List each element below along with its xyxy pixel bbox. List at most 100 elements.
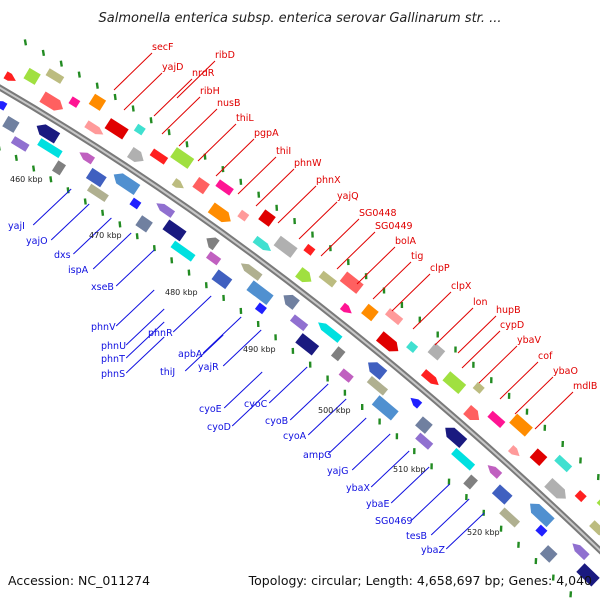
forward-gene-block [149,148,169,165]
gene-label: phnX [316,175,341,186]
forward-gene-block [295,267,312,283]
reverse-gene-block [240,263,263,281]
reverse-gene-block [113,173,141,196]
skew-mark [311,231,314,238]
gene-label: ybaE [366,499,389,510]
skew-mark [454,346,457,353]
skew-mark [534,558,538,565]
reverse-gene-block [366,376,389,396]
reverse-gene-block [572,543,590,561]
skew-mark [291,347,295,354]
reverse-gene-block [535,524,548,537]
leader-line [153,78,193,117]
gene-label: hupB [496,305,521,316]
skew-mark [413,448,416,455]
gene-label: phnU [101,341,126,352]
reverse-gene-block [318,322,343,343]
reverse-gene-block [295,333,320,356]
reverse-gene-block [36,124,61,144]
gene-label: ybaX [346,483,370,494]
reverse-gene-block [539,545,558,563]
reverse-gene-block [463,474,478,490]
gene-label: SG0448 [359,208,397,219]
gene-label: ribD [215,50,235,61]
reverse-gene-block [211,269,233,290]
gene-label: bolA [395,236,416,247]
leader-line [255,168,295,207]
leader-line [172,295,212,333]
forward-gene-block [133,123,146,136]
gene-label: thiJ [160,367,175,378]
forward-gene-block [406,341,419,353]
forward-gene-block [472,381,485,394]
skew-mark [490,377,493,384]
skew-mark [517,541,520,548]
scale-marker: 500 kbp [318,406,351,415]
reverse-gene-block [135,215,153,233]
forward-gene-block [318,270,337,288]
leader-line [434,307,474,346]
forward-gene-block [45,68,65,84]
reverse-gene-block [10,136,30,152]
leader-line [123,72,163,111]
feature-track [0,67,600,587]
skew-mark [499,525,503,532]
skew-mark [170,257,174,264]
forward-gene-block [507,445,520,457]
skew-mark [204,282,208,289]
leader-line [231,389,271,427]
reverse-gene-block [283,294,300,310]
forward-gene-block [170,147,195,169]
reverse-gene-block [410,397,423,409]
leader-line [320,218,360,257]
forward-gene-block [574,490,587,503]
skew-mark [167,129,171,136]
leader-line [514,376,554,415]
leader-line [499,361,539,400]
gene-label: thiI [276,146,291,157]
gene-label: tig [411,251,423,262]
forward-gene-block [215,179,234,196]
skew-mark [118,221,122,228]
leader-line [412,291,452,330]
gene-label: phnT [101,354,125,365]
reverse-gene-block [170,240,196,262]
leader-line [298,201,338,240]
skew-mark [152,245,156,252]
skew-mark [23,39,28,46]
skew-mark [551,574,555,581]
reverse-gene-block [0,101,8,111]
gene-label: SG0449 [375,221,413,232]
forward-gene-block [420,369,439,386]
skew-mark [131,105,135,112]
leader-line [115,249,155,287]
gene-label: phnW [294,158,322,169]
skew-mark [49,176,53,183]
forward-gene-block [442,371,467,394]
reverse-gene-block [86,183,109,203]
forward-gene-block [207,202,231,223]
forward-gene-block [237,209,250,222]
reverse-gene-block [330,346,346,362]
reverse-gene-block [2,115,20,133]
forward-gene-block [3,71,16,81]
gene-label: yajO [26,236,48,247]
gene-label: yajR [198,362,219,373]
leader-line [327,417,367,455]
gene-label: cypD [500,320,524,331]
forward-gene-block [544,477,566,499]
leader-line [161,96,201,135]
skew-mark [14,154,18,162]
gene-label: ribH [200,86,220,97]
forward-gene-block [23,67,41,85]
forward-gene-labels: secF yajD ribD nrdR ribH nusB thiL pgpA … [152,42,597,392]
scale-marker: 510 kbp [393,465,426,474]
leader-line [222,329,262,367]
gene-label: yajI [8,221,25,232]
leader-line [197,123,237,162]
skew-mark [436,331,439,338]
leader-line [113,52,153,91]
skew-mark [472,361,475,368]
leader-line [176,60,216,99]
